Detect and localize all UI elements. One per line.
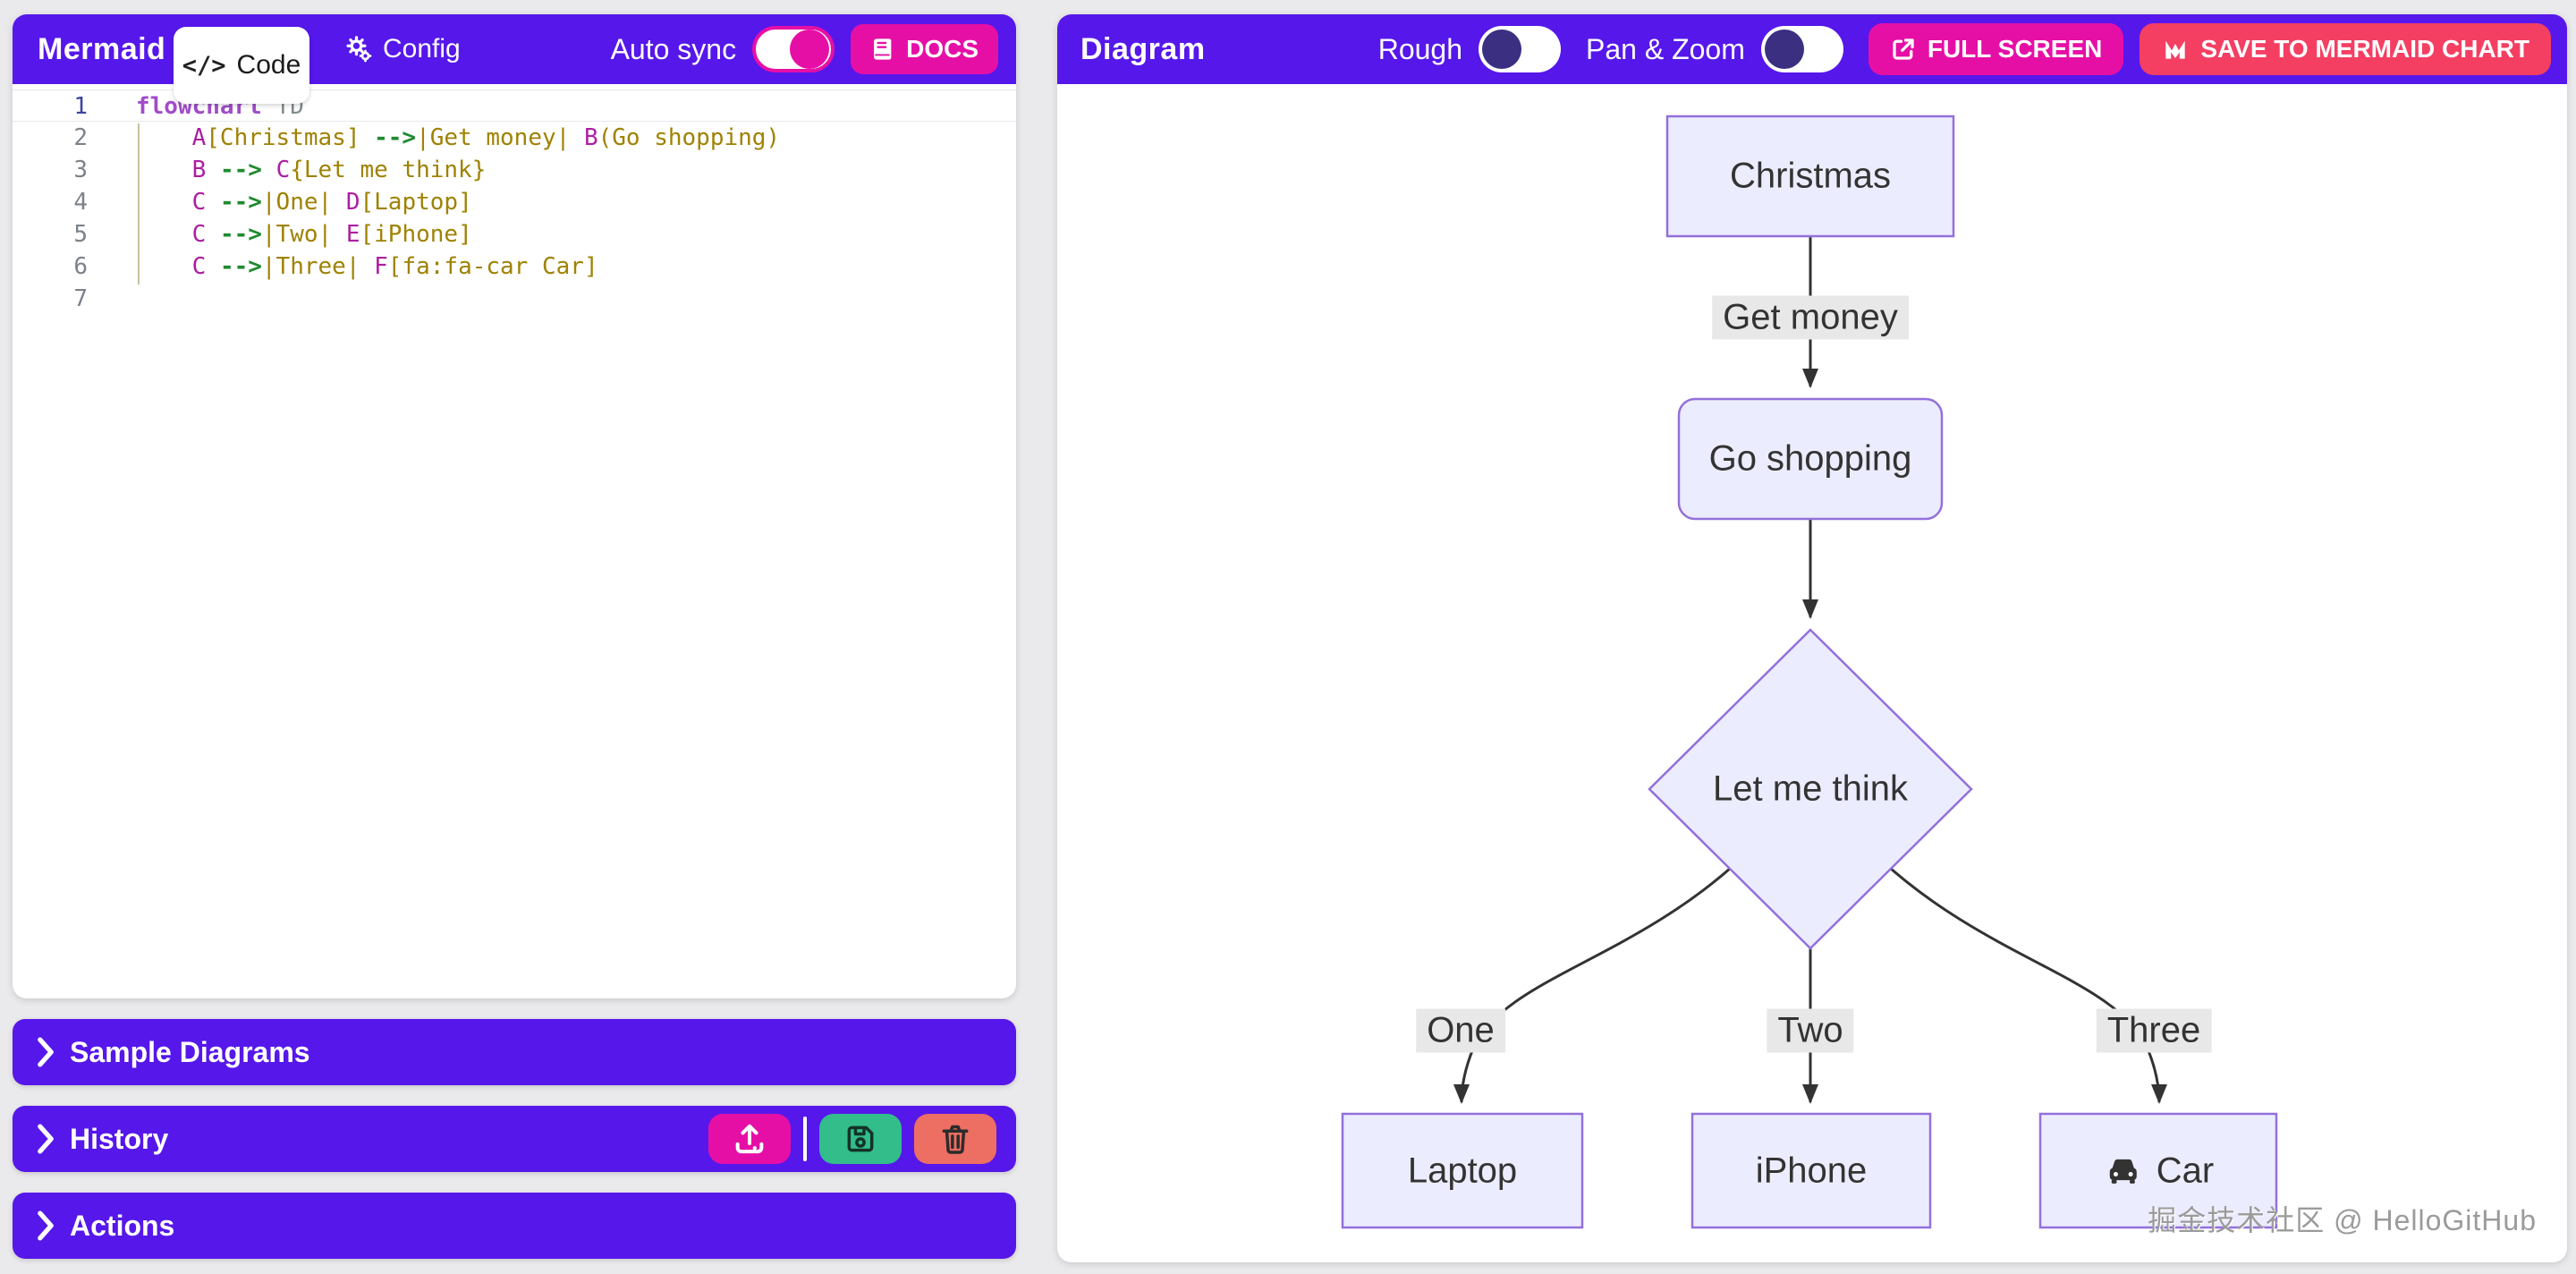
flowchart-edge-C-F xyxy=(1880,859,2167,1104)
history-label: History xyxy=(70,1122,169,1155)
code-text: C -->|Two| E[iPhone] xyxy=(191,221,472,248)
tab-code[interactable]: </> Code xyxy=(174,27,309,104)
save-history-button[interactable] xyxy=(819,1114,902,1164)
code-text: B --> C{Let me think} xyxy=(191,157,487,183)
sample-diagrams-bar[interactable]: Sample Diagrams xyxy=(13,1019,1016,1085)
diagram-header: Diagram Rough Pan & Zoom FULL SCREEN SAV… xyxy=(1057,14,2567,84)
save-to-mermaid-chart-label: SAVE TO MERMAID CHART xyxy=(2200,35,2529,63)
flowchart-svg xyxy=(1341,115,2278,1229)
full-screen-button[interactable]: FULL SCREEN xyxy=(1868,23,2124,75)
rough-label: Rough xyxy=(1377,32,1462,65)
flowchart-node-F[interactable] xyxy=(2038,1112,2278,1229)
code-line[interactable]: 3 B --> C{Let me think} xyxy=(13,154,1016,186)
indent-guide xyxy=(138,123,140,285)
actions-label: Actions xyxy=(70,1209,175,1242)
actions-bar[interactable]: Actions xyxy=(13,1193,1016,1259)
gear-icon xyxy=(345,36,372,63)
code-line[interactable]: 5 C -->|Two| E[iPhone] xyxy=(13,218,1016,251)
line-number: 2 xyxy=(73,124,88,151)
delete-history-button[interactable] xyxy=(914,1114,996,1164)
code-line[interactable]: 7 xyxy=(13,283,1016,315)
upload-icon xyxy=(732,1121,767,1157)
flowchart-node-C[interactable] xyxy=(1648,628,1973,950)
diagram-panel: Diagram Rough Pan & Zoom FULL SCREEN SAV… xyxy=(1057,14,2567,1262)
mermaid-chart-logo-icon xyxy=(2161,35,2190,64)
history-bar[interactable]: History xyxy=(13,1106,1016,1172)
pan-zoom-label: Pan & Zoom xyxy=(1586,32,1745,65)
code-line[interactable]: 6 C -->|Three| F[fa:fa-car Car] xyxy=(13,251,1016,283)
tab-config[interactable]: Config xyxy=(327,14,479,84)
code-text: C -->|One| D[Laptop] xyxy=(191,189,472,216)
flowchart-edge-C-D xyxy=(1453,859,1741,1104)
external-link-icon xyxy=(1890,36,1917,63)
code-line[interactable]: 4 C -->|One| D[Laptop] xyxy=(13,186,1016,218)
book-icon xyxy=(870,37,895,62)
floppy-disk-icon xyxy=(843,1122,877,1156)
auto-sync-label: Auto sync xyxy=(610,32,737,65)
code-text: C -->|Three| F[fa:fa-car Car] xyxy=(191,253,598,280)
rough-toggle[interactable] xyxy=(1479,26,1561,72)
code-icon: </> xyxy=(182,51,226,80)
chevron-right-icon xyxy=(36,1210,55,1241)
toggle-knob xyxy=(1764,30,1804,69)
line-number: 7 xyxy=(73,285,88,312)
line-number: 3 xyxy=(73,157,88,183)
auto-sync-toggle[interactable] xyxy=(752,26,835,72)
code-text xyxy=(88,283,136,315)
chevron-right-icon xyxy=(36,1124,55,1154)
line-number: 1 xyxy=(73,93,88,120)
editor-panel: Mermaid </> Code Config Auto sync DOCS 1… xyxy=(13,14,1016,998)
tab-config-label: Config xyxy=(383,34,461,64)
docs-button[interactable]: DOCS xyxy=(851,24,998,74)
save-to-mermaid-chart-button[interactable]: SAVE TO MERMAID CHART xyxy=(2140,23,2551,75)
chevron-right-icon xyxy=(36,1037,55,1067)
line-number: 6 xyxy=(73,253,88,280)
diagram-title: Diagram xyxy=(1080,31,1206,66)
flowchart-node-B[interactable] xyxy=(1677,397,1944,521)
flowchart-node-E[interactable] xyxy=(1690,1112,1932,1229)
mermaid-logo: Mermaid xyxy=(38,31,166,66)
tab-code-label: Code xyxy=(236,50,301,80)
toggle-knob xyxy=(1482,30,1521,69)
line-number: 4 xyxy=(73,189,88,216)
trash-icon xyxy=(938,1122,972,1156)
toggle-knob xyxy=(790,30,830,69)
full-screen-label: FULL SCREEN xyxy=(1927,35,2103,63)
line-number: 5 xyxy=(73,221,88,248)
editor-header: Mermaid </> Code Config Auto sync DOCS xyxy=(13,14,1016,104)
flowchart-node-A[interactable] xyxy=(1665,115,1955,238)
docs-button-label: DOCS xyxy=(906,35,979,63)
flowchart-node-D[interactable] xyxy=(1341,1112,1584,1229)
watermark: 掘金技术社区 @ HelloGitHub xyxy=(2148,1204,2537,1236)
button-divider xyxy=(803,1117,807,1161)
sample-diagrams-label: Sample Diagrams xyxy=(70,1035,310,1068)
code-line[interactable]: 2 A[Christmas] -->|Get money| B(Go shopp… xyxy=(13,122,1016,154)
code-text: A[Christmas] -->|Get money| B(Go shoppin… xyxy=(191,124,781,151)
upload-history-button[interactable] xyxy=(708,1114,791,1164)
pan-zoom-toggle[interactable] xyxy=(1760,26,1843,72)
